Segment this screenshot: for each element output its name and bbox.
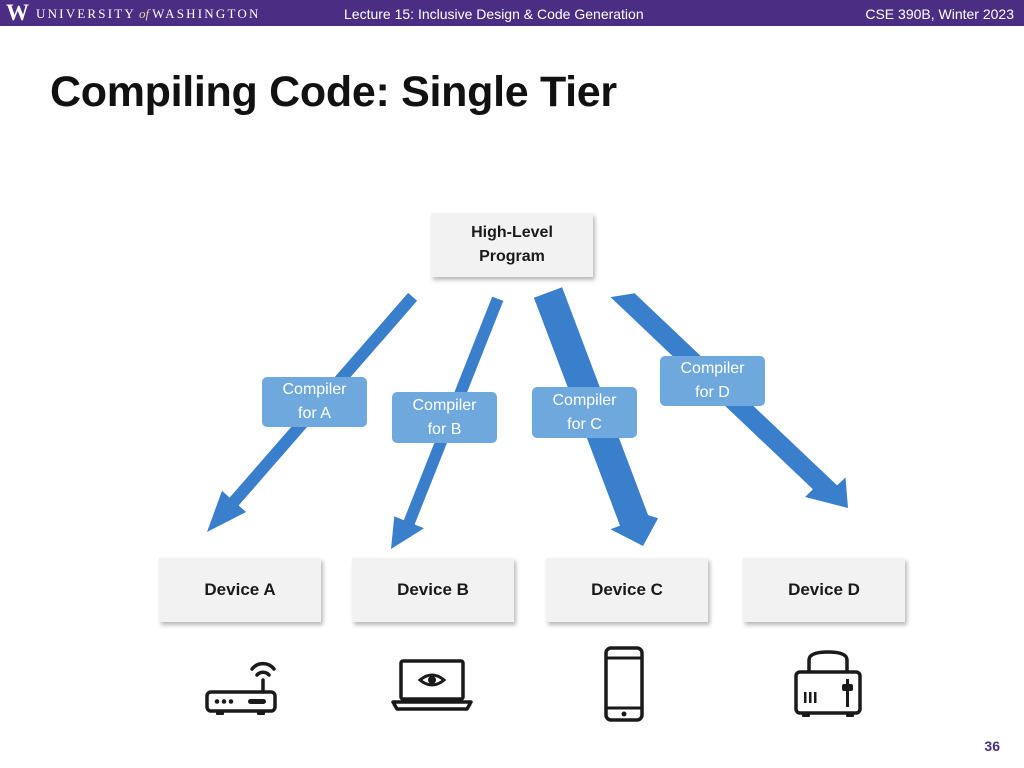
- compiler-c-line2: for C: [567, 415, 602, 433]
- program-label-line2: Program: [479, 248, 545, 265]
- slide-title: Compiling Code: Single Tier: [50, 68, 617, 116]
- device-a-label: Device A: [204, 580, 276, 599]
- course-info: CSE 390B, Winter 2023: [865, 6, 1014, 22]
- uw-logo-icon: W: [6, 0, 29, 25]
- device-c-box: Device C: [546, 558, 708, 622]
- compiler-b-line2: for B: [427, 420, 462, 438]
- device-b-label: Device B: [397, 580, 469, 599]
- compiler-a-line1: Compiler: [282, 381, 347, 398]
- device-d-box: Device D: [743, 558, 905, 622]
- compiler-d-line1: Compiler: [680, 360, 745, 377]
- smartphone-icon: [604, 646, 644, 722]
- device-a-box: Device A: [159, 558, 321, 622]
- compiler-for-c-box: Compiler for C: [532, 387, 637, 438]
- laptop-icon: [391, 659, 473, 711]
- compiler-d-line2: for D: [695, 384, 730, 401]
- lecture-title: Lecture 15: Inclusive Design & Code Gene…: [344, 6, 644, 22]
- page-number: 36: [984, 738, 1000, 754]
- compiler-c-line1: Compiler: [552, 391, 617, 409]
- compiler-a-line2: for A: [298, 405, 331, 422]
- device-d-label: Device D: [788, 580, 860, 599]
- router-icon: [205, 661, 277, 715]
- toaster-icon: [794, 650, 862, 717]
- device-c-label: Device C: [591, 580, 663, 599]
- compiler-for-a-box: Compiler for A: [262, 377, 367, 427]
- program-label-line1: High-Level: [471, 224, 553, 241]
- device-b-box: Device B: [352, 558, 514, 622]
- compiler-b-line1: Compiler: [412, 396, 477, 414]
- compiler-for-b-box: Compiler for B: [392, 392, 497, 443]
- compiler-for-d-box: Compiler for D: [660, 356, 765, 406]
